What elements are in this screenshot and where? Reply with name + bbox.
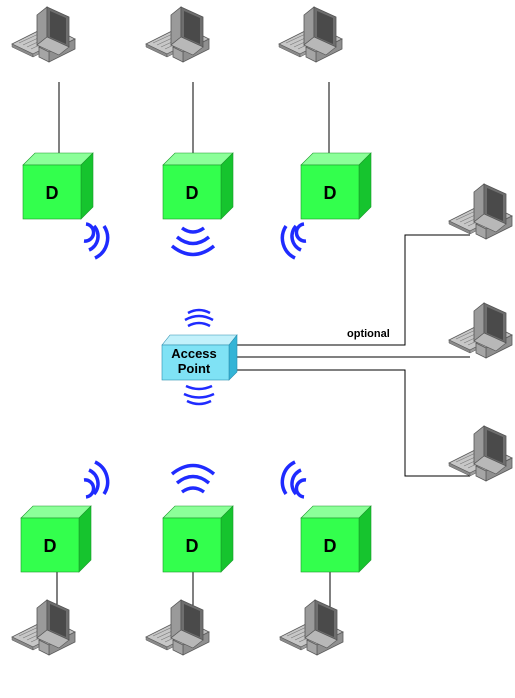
device-bottom-middle: D xyxy=(162,505,234,573)
wireless-signal-icon xyxy=(83,460,110,499)
access-point-label-line1: Access xyxy=(171,346,217,361)
computer-right-bottom xyxy=(448,425,513,482)
computer-bottom-right xyxy=(279,599,344,656)
device-label: D xyxy=(44,536,57,556)
optional-connection-label: optional xyxy=(347,328,390,340)
device-bottom-left: D xyxy=(20,505,92,573)
access-point-label-line2: Point xyxy=(178,361,211,376)
connection-lines xyxy=(56,82,470,620)
wireless-signal-icon xyxy=(280,222,307,260)
wireless-signal-icon xyxy=(170,226,216,257)
computer-right-top xyxy=(448,183,513,240)
wireless-signal-icon xyxy=(170,463,216,494)
device-label: D xyxy=(324,536,337,556)
wireless-signal-icon xyxy=(280,460,307,499)
device-label: D xyxy=(186,183,199,203)
device-top-right: D xyxy=(300,152,372,220)
computer-top-right xyxy=(278,6,343,63)
computer-top-left xyxy=(11,6,76,63)
wireless-signal-icon xyxy=(183,308,215,406)
device-label: D xyxy=(324,183,337,203)
computer-top-middle xyxy=(145,6,210,63)
computer-right-middle xyxy=(448,302,513,359)
device-top-middle: D xyxy=(162,152,234,220)
device-label: D xyxy=(186,536,199,556)
computer-bottom-middle xyxy=(145,599,210,656)
wireless-signal-icon xyxy=(83,222,110,260)
computer-bottom-left xyxy=(11,599,76,656)
device-label: D xyxy=(46,183,59,203)
access-point: Access Point xyxy=(161,334,238,381)
device-top-left: D xyxy=(22,152,94,220)
device-bottom-right: D xyxy=(300,505,372,573)
